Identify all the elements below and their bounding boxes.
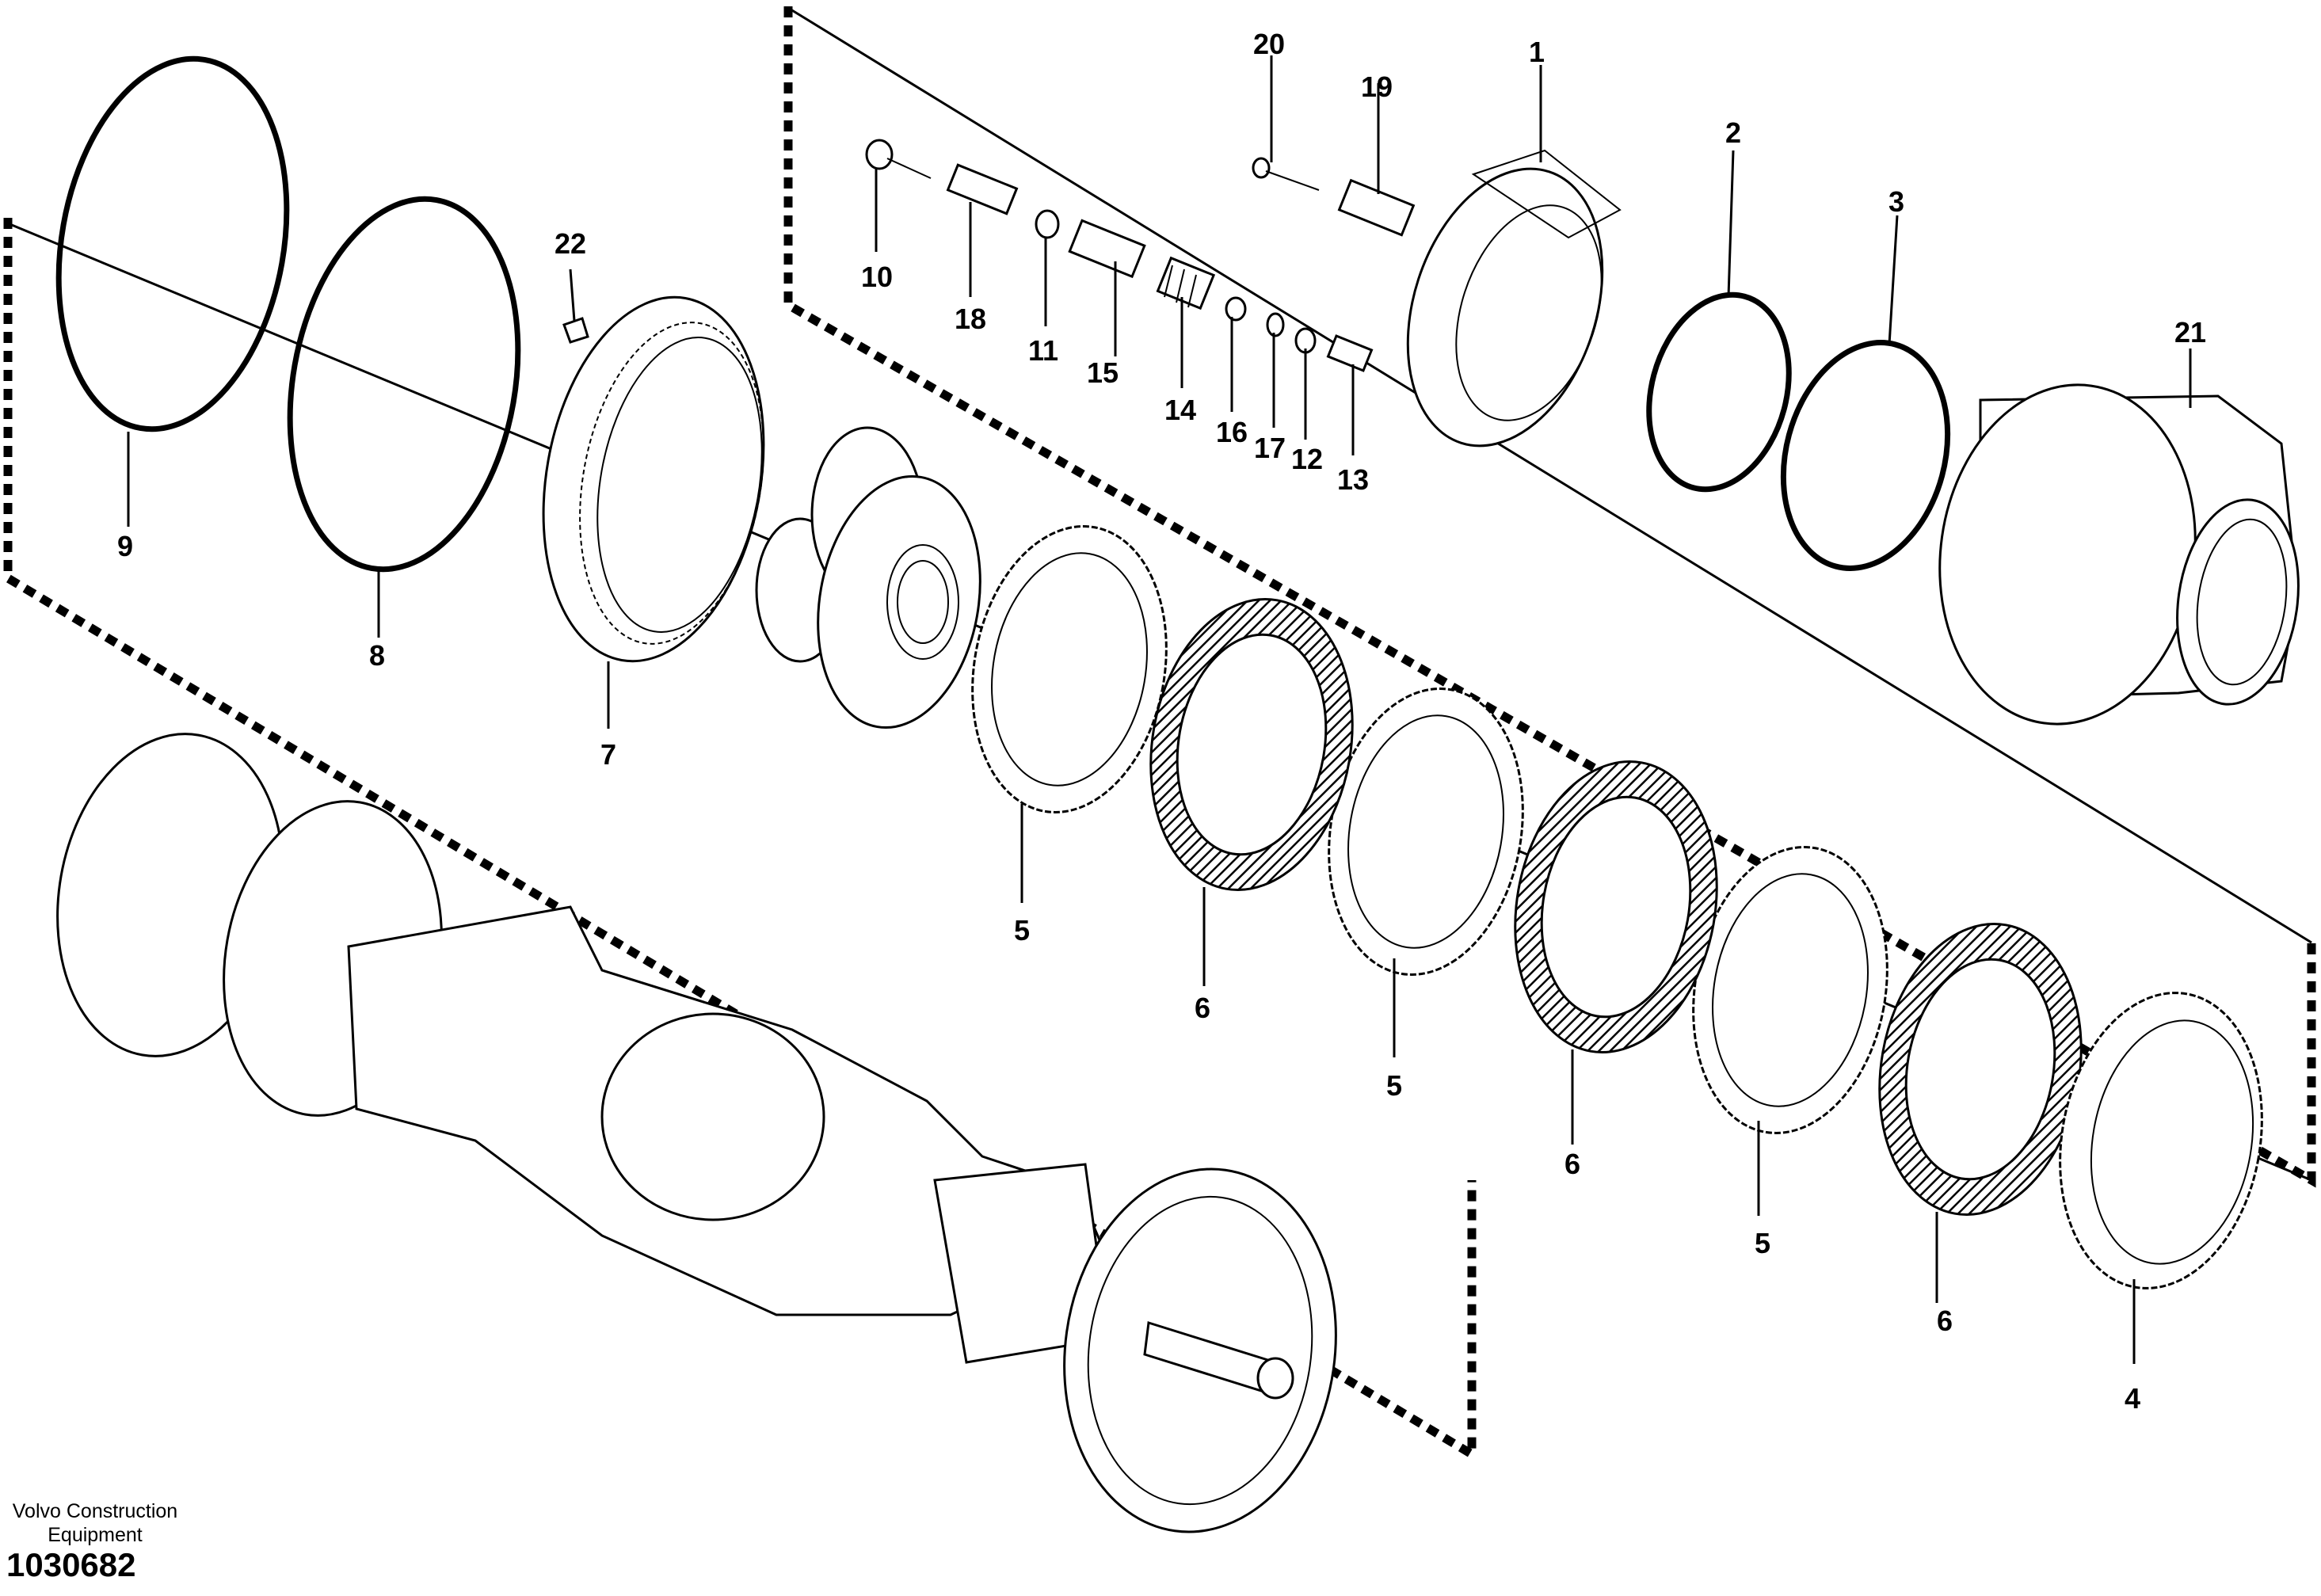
callout-16: 16 [1216,416,1248,448]
figure-id: 1030682 [6,1546,136,1583]
callout-10: 10 [861,261,893,293]
callout-22: 22 [555,227,586,260]
callout-5c: 5 [1755,1227,1770,1259]
ring-9 [55,55,290,432]
friction-disc-6a [1149,598,1354,891]
callout-19: 19 [1361,70,1393,103]
brake-housing-21 [1938,383,2300,726]
callout-6c: 6 [1937,1305,1953,1337]
bolt-20 [1252,157,1320,191]
callout-21: 21 [2174,316,2206,349]
bolt-10 [865,139,932,179]
ring-8 [287,196,521,573]
callout-6a: 6 [1195,992,1210,1024]
callout-20: 20 [1253,28,1285,60]
brand-label: Volvo Construction Equipment [0,1499,190,1547]
brand-line-1: Volvo Construction [12,1500,178,1522]
callout-14: 14 [1164,394,1196,426]
frame-upper [783,6,2316,1188]
frame-lower [3,218,1477,1462]
callout-8: 8 [369,639,385,672]
leader-lines [127,55,2192,1364]
callout-7: 7 [600,738,616,771]
spring-14 [1156,256,1216,310]
steel-disc-5b [1328,688,1524,976]
sleeve-19 [1337,178,1416,237]
sleeve-18 [946,163,1019,215]
callout-13: 13 [1337,463,1369,496]
axle-assembly [56,733,1337,1533]
callout-17: 17 [1254,432,1286,464]
friction-disc-6c [1878,923,2083,1216]
washer-11 [1035,209,1060,239]
brand-line-2: Equipment [48,1524,143,1546]
callout-2: 2 [1725,116,1741,149]
callout-18: 18 [955,303,986,335]
callout-11: 11 [1028,334,1058,367]
ring-3 [1780,340,1951,571]
steel-disc-5a [971,525,1168,813]
callout-15: 15 [1087,356,1119,389]
piston-housing-1 [1406,149,1622,448]
ring-2 [1646,291,1792,493]
pin-13 [1326,334,1374,372]
callout-6b: 6 [1564,1148,1580,1180]
ring-17 [1266,312,1285,337]
callout-9: 9 [117,530,133,562]
axis-line-upper [787,6,2312,944]
callout-5a: 5 [1014,914,1030,947]
ring-gear-7 [542,295,765,663]
callout-5b: 5 [1386,1069,1402,1102]
callout-3: 3 [1888,185,1904,218]
friction-disc-6b [1514,760,1718,1053]
planet-gear-assembly [755,426,981,729]
callout-12: 12 [1291,443,1323,475]
washer-16 [1225,296,1247,322]
callout-1: 1 [1529,36,1545,68]
pin-22 [562,317,589,344]
callout-4: 4 [2125,1382,2140,1415]
sleeve-15 [1068,219,1146,279]
